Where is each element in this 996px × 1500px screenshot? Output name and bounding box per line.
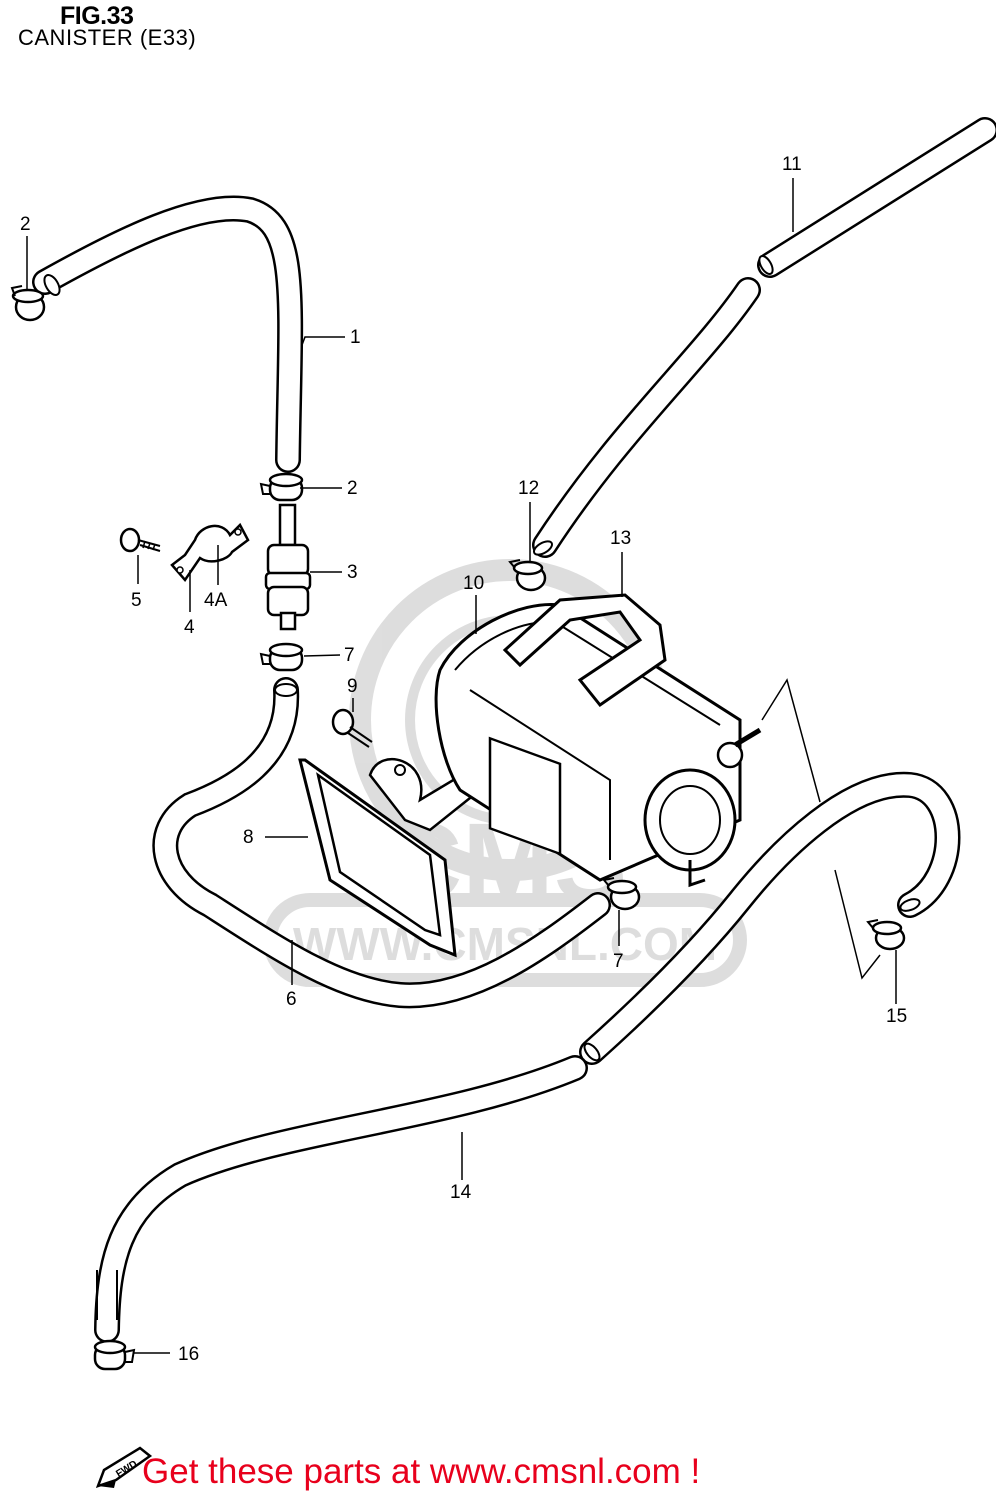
callout-14: 14 <box>450 1182 472 1203</box>
callout-3: 3 <box>347 562 358 583</box>
callout-6: 6 <box>286 989 297 1010</box>
callout-12: 12 <box>518 478 539 499</box>
callout-4A: 4A <box>204 590 228 611</box>
figure-title: FIG.33 <box>60 2 134 30</box>
bolt-5 <box>119 527 161 553</box>
hose-11 <box>532 117 996 558</box>
callout-labels: 2 1 2 3 5 4 4A 7 9 8 6 11 12 13 10 7 15 … <box>20 154 907 1365</box>
callout-8: 8 <box>243 827 254 848</box>
hose-1 <box>32 195 304 473</box>
clamp-7-mid <box>259 642 304 672</box>
clamp-15 <box>866 919 906 951</box>
callout-15: 15 <box>886 1006 907 1027</box>
clamp-2-mid <box>259 472 304 502</box>
clamp-7-right <box>602 877 641 911</box>
canister-10 <box>434 602 762 888</box>
fwd-arrow-icon: FWD <box>96 1446 153 1488</box>
figure-subtitle: CANISTER (E33) <box>18 25 197 50</box>
callout-7-right: 7 <box>613 951 624 972</box>
band-13 <box>502 593 667 708</box>
callout-13: 13 <box>610 528 631 549</box>
callout-9: 9 <box>347 676 358 697</box>
bracket-8 <box>298 758 482 958</box>
callout-10: 10 <box>463 573 484 594</box>
footer-link[interactable]: Get these parts at www.cmsnl.com ! <box>142 1452 701 1491</box>
bracket-4 <box>170 522 250 583</box>
clamp-12 <box>508 559 547 592</box>
valve-3 <box>264 503 312 631</box>
leader-lines <box>26 178 897 1354</box>
callout-2-mid: 2 <box>347 478 358 499</box>
callout-7-mid: 7 <box>344 645 355 666</box>
hose-6 <box>152 677 611 1009</box>
bolt-9 <box>331 708 373 748</box>
callout-1: 1 <box>350 327 361 348</box>
callout-5: 5 <box>131 590 142 611</box>
clamp-2-top <box>10 285 46 322</box>
callout-4: 4 <box>184 617 195 638</box>
clamp-16 <box>93 1339 136 1371</box>
callout-16: 16 <box>178 1344 199 1365</box>
hose-14 <box>94 771 961 1343</box>
callout-2-top: 2 <box>20 214 31 235</box>
callout-11: 11 <box>782 154 802 175</box>
